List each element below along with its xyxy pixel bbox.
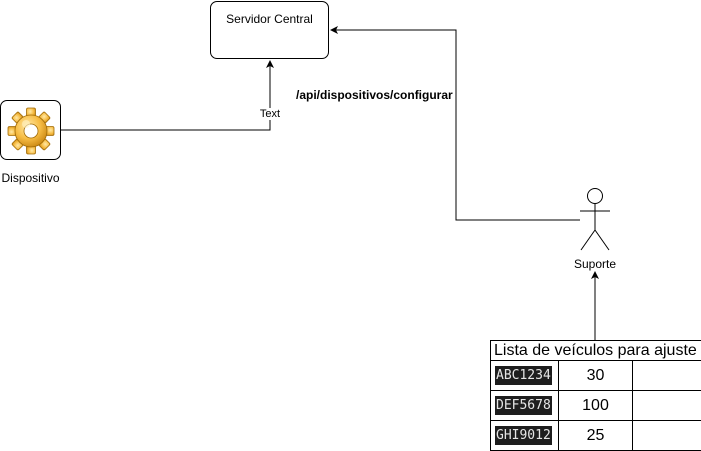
extra-cell bbox=[631, 360, 701, 391]
vehicle-table[interactable]: Lista de veículos para ajuste ABC1234 30… bbox=[489, 340, 701, 451]
plate-code: DEF5678 bbox=[495, 396, 552, 415]
extra-cell bbox=[631, 390, 701, 421]
plate-cell: DEF5678 bbox=[490, 390, 559, 421]
value-cell: 25 bbox=[558, 420, 633, 451]
value-cell: 100 bbox=[558, 390, 633, 421]
support-to-server-connector[interactable] bbox=[330, 26, 580, 221]
value-cell: 30 bbox=[558, 360, 633, 391]
device-edge-label: Text bbox=[256, 108, 284, 120]
device-label: Dispositivo bbox=[1, 171, 60, 185]
vehicle-table-title: Lista de veículos para ajuste bbox=[489, 340, 701, 361]
api-endpoint-label: /api/dispositivos/configurar bbox=[296, 88, 453, 102]
plate-code: GHI9012 bbox=[495, 426, 552, 445]
device-to-server-connector[interactable] bbox=[61, 60, 274, 131]
plate-cell: ABC1234 bbox=[490, 360, 559, 391]
device-node[interactable] bbox=[0, 100, 61, 160]
table-row[interactable]: GHI9012 25 bbox=[490, 420, 701, 451]
plate-cell: GHI9012 bbox=[490, 420, 559, 451]
gear-icon bbox=[6, 106, 56, 156]
server-label: Servidor Central bbox=[226, 12, 313, 26]
plate-code: ABC1234 bbox=[495, 366, 552, 385]
table-row[interactable]: ABC1234 30 bbox=[490, 360, 701, 391]
table-row[interactable]: DEF5678 100 bbox=[490, 390, 701, 421]
server-node[interactable]: Servidor Central bbox=[210, 1, 329, 59]
actor-stick-figure-icon[interactable] bbox=[580, 188, 610, 251]
actor-label: Suporte bbox=[573, 257, 617, 271]
extra-cell bbox=[631, 420, 701, 451]
